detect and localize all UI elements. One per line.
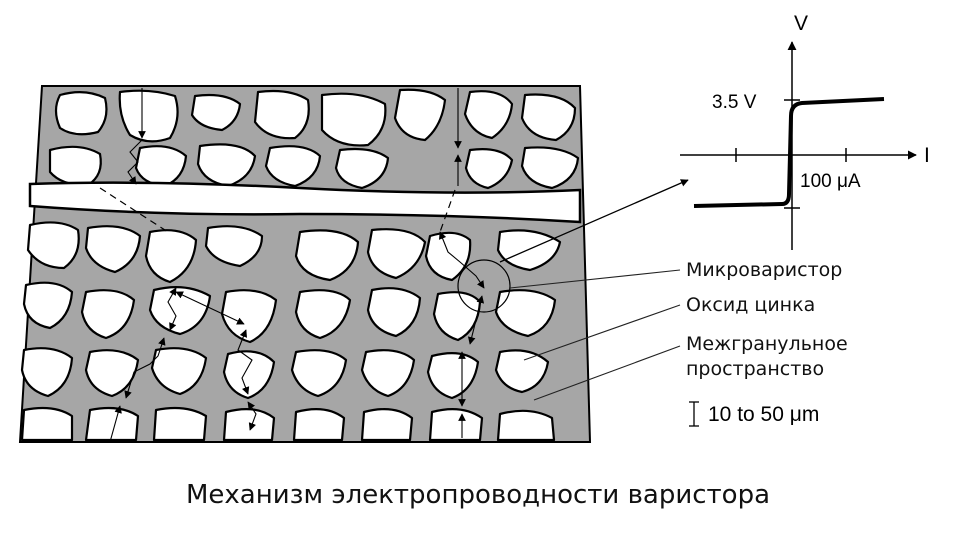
scale-bar: [689, 401, 699, 427]
i-axis-label: I: [924, 144, 930, 167]
scale-label: 10 to 50 μm: [708, 403, 819, 426]
microvaristor-label: Микроваристор: [686, 259, 842, 281]
white-band: [28, 181, 582, 224]
vi-graph: V I 3.5 V 100 μA: [680, 12, 930, 250]
intergranular-label-line1: Межгранульное: [686, 333, 848, 355]
leader-lines: [499, 179, 689, 401]
voltage-tick-label: 3.5 V: [712, 92, 757, 113]
current-tick-label: 100 μA: [800, 171, 861, 192]
zinc-oxide-label: Оксид цинка: [686, 294, 815, 316]
graph-pointer-arrow: [499, 179, 689, 263]
labels: Микроваристор Оксид цинка Межгранульное …: [186, 259, 848, 510]
v-axis-label: V: [794, 12, 808, 35]
microvaristor-leader: [509, 269, 681, 289]
microvaristor-circle: [457, 259, 511, 313]
caption: Механизм электропроводности варистора: [186, 480, 770, 510]
vi-curve: [693, 97, 885, 208]
zinc-oxide-leader: [523, 304, 681, 361]
microstructure: [18, 85, 592, 443]
intergranular-leader: [533, 345, 681, 401]
intergranular-label-line2: пространство: [686, 358, 824, 380]
conduction-paths: [99, 88, 485, 443]
